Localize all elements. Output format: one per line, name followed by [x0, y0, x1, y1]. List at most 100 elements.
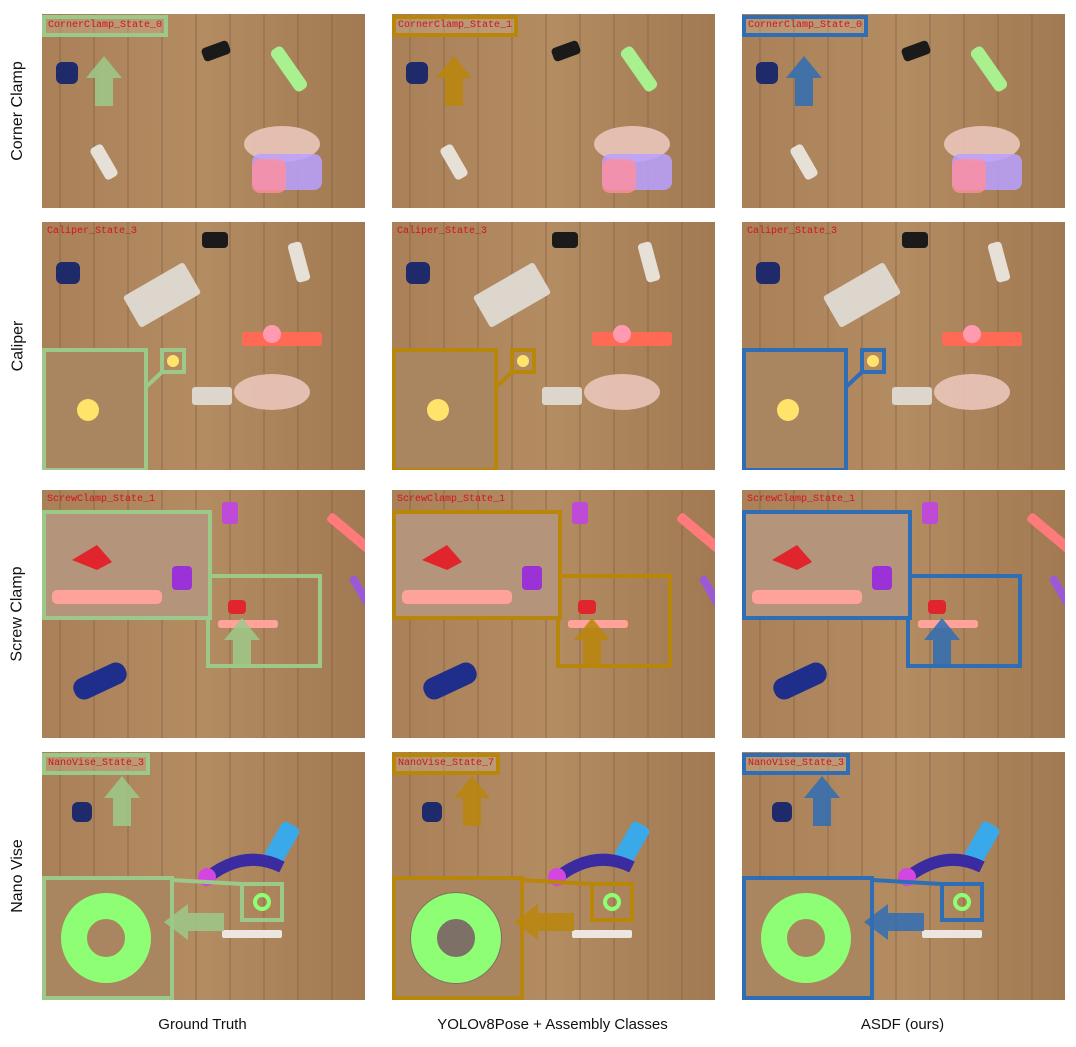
state-label: Caliper_State_3 — [747, 226, 838, 237]
target-point — [427, 399, 449, 421]
photo-panel-r0-c1: CornerClamp_State_1 — [392, 14, 715, 208]
row-label-nano-vise: Nano Vise — [9, 839, 26, 913]
caliper-part — [242, 332, 322, 346]
nut-part — [56, 262, 80, 284]
red-part — [72, 545, 112, 570]
pin-part — [620, 46, 658, 92]
state-label: NanoVise_State_7 — [392, 753, 501, 775]
nut-part — [756, 262, 780, 284]
knob-part — [902, 232, 928, 248]
state-arrow — [104, 776, 140, 826]
rod-part — [327, 513, 365, 557]
zoom-source-box — [906, 574, 1022, 668]
state-label: CornerClamp_State_1 — [392, 15, 519, 37]
caliper-part — [942, 332, 1022, 346]
state-label: NanoVise_State_3 — [42, 753, 151, 775]
bracket-part — [892, 387, 932, 405]
scene-illustration — [742, 14, 1065, 208]
photo-panel-r1-c0: Caliper_State_3 — [42, 222, 365, 470]
scene-illustration — [42, 752, 365, 1000]
column-label-ground-truth: Ground Truth — [158, 1016, 247, 1033]
nut-part — [756, 62, 778, 84]
scene-illustration — [392, 222, 715, 470]
target-point — [77, 399, 99, 421]
state-label: CornerClamp_State_0 — [742, 15, 869, 37]
screw-part — [90, 144, 118, 180]
handle-part — [423, 662, 477, 700]
state-arrow — [224, 618, 260, 668]
nut-part — [72, 802, 92, 822]
vise-part — [264, 821, 300, 865]
state-arrow — [786, 56, 822, 106]
photo-panel-r3-c2: NanoVise_State_3 — [742, 752, 1065, 1000]
bracket-part — [192, 387, 232, 405]
pin-part — [922, 930, 982, 938]
pin-part — [987, 241, 1011, 283]
callout-arrow — [514, 904, 574, 931]
scene-illustration — [742, 222, 1065, 470]
photo-panel-r1-c2: Caliper_State_3 — [742, 222, 1065, 470]
hand — [944, 126, 1020, 162]
column-label-yolov8pose: YOLOv8Pose + Assembly Classes — [437, 1016, 668, 1033]
pin-part — [222, 930, 282, 938]
vise-part — [614, 821, 650, 865]
bracket-part — [542, 387, 582, 405]
photo-panel-r3-c1: NanoVise_State_7 — [392, 752, 715, 1000]
state-label: ScrewClamp_State_1 — [47, 494, 156, 505]
knob-part — [551, 40, 581, 62]
state-label: CornerClamp_State_0 — [42, 15, 169, 37]
zoom-source-box — [206, 574, 322, 668]
bracket-part — [123, 263, 201, 327]
clamp-part — [572, 502, 588, 524]
nut-part — [772, 802, 792, 822]
rod-part — [1027, 513, 1065, 557]
hand — [584, 374, 660, 410]
handle-part — [73, 662, 127, 700]
state-arrow — [454, 776, 490, 826]
state-label: Caliper_State_3 — [47, 226, 138, 237]
pin-part — [287, 241, 311, 283]
green-ring — [411, 893, 501, 983]
state-arrow — [436, 56, 472, 106]
callout-arrow — [864, 904, 924, 931]
zoom-source-box — [860, 348, 886, 374]
zoom-source-box — [590, 882, 634, 922]
pin-part — [572, 930, 632, 938]
scene-illustration — [42, 490, 365, 738]
scene-illustration — [742, 490, 1065, 738]
hand — [934, 374, 1010, 410]
state-label: NanoVise_State_3 — [742, 753, 851, 775]
zoom-source-box — [240, 882, 284, 922]
nut-part — [406, 262, 430, 284]
zoom-source-box — [160, 348, 186, 374]
screw-part — [790, 144, 818, 180]
nut-part — [56, 62, 78, 84]
photo-panel-r2-c1: ScrewClamp_State_1 — [392, 490, 715, 738]
zoom-source-box — [556, 574, 672, 668]
green-ring — [61, 893, 151, 983]
nut-part — [406, 62, 428, 84]
photo-panel-r2-c2: ScrewClamp_State_1 — [742, 490, 1065, 738]
zoom-source-box — [940, 882, 984, 922]
row-label-caliper: Caliper — [9, 320, 26, 372]
bracket-part — [823, 263, 901, 327]
row-label-corner-clamp: Corner Clamp — [9, 61, 26, 161]
caliper-part — [592, 332, 672, 346]
pin-part — [637, 241, 661, 283]
handle-part — [773, 662, 827, 700]
photo-panel-r2-c0: ScrewClamp_State_1 — [42, 490, 365, 738]
hand — [234, 374, 310, 410]
knob-part — [201, 40, 231, 62]
hand — [244, 126, 320, 162]
scene-illustration — [42, 222, 365, 470]
hand — [594, 126, 670, 162]
vise-part — [964, 821, 1000, 865]
knob-part — [202, 232, 228, 248]
column-label-asdf: ASDF (ours) — [860, 1016, 945, 1033]
photo-panel-r0-c0: CornerClamp_State_0 — [42, 14, 365, 208]
nut-part — [422, 802, 442, 822]
scene-illustration — [392, 14, 715, 208]
state-arrow — [924, 618, 960, 668]
callout-arrow — [164, 904, 224, 931]
state-arrow — [804, 776, 840, 826]
